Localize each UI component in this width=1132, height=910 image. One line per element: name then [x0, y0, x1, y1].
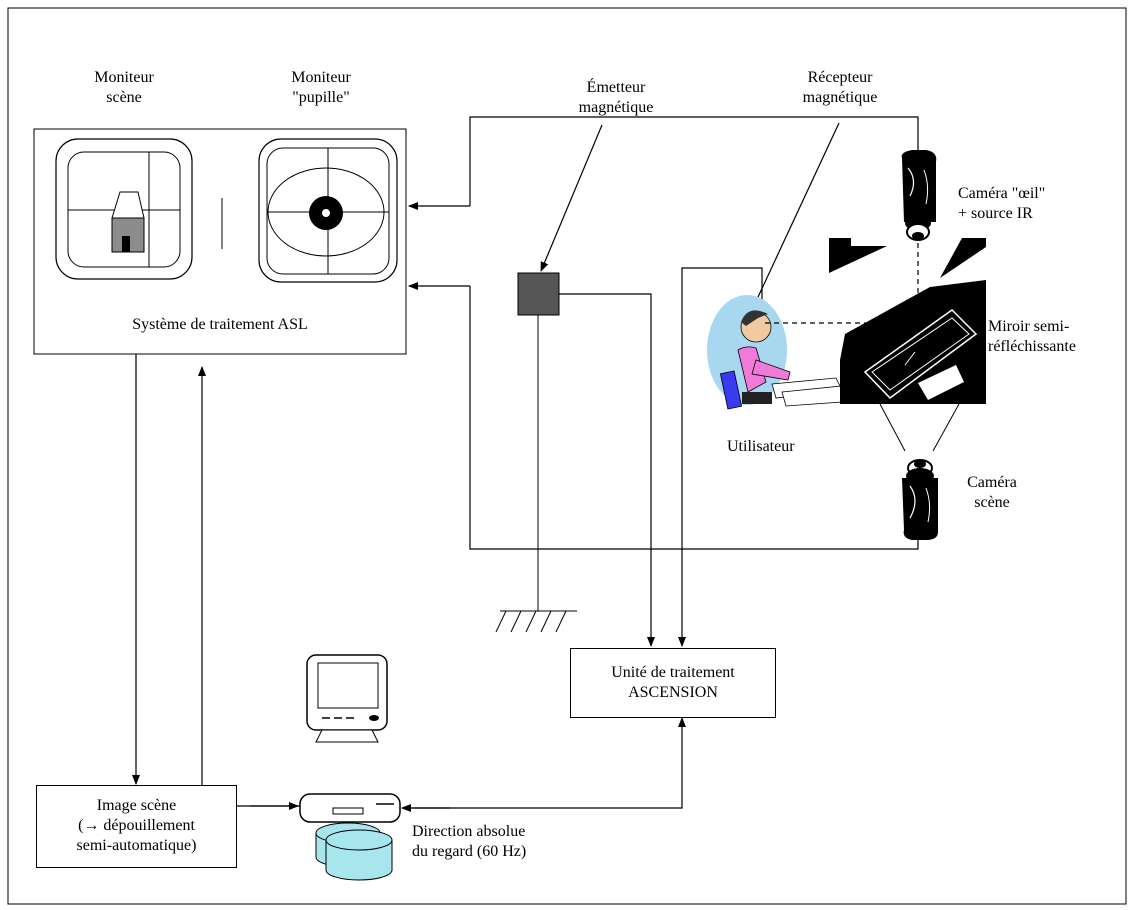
camera-icon: [902, 459, 938, 540]
mirror-label: Miroir semi-réfléchissante: [988, 318, 1076, 355]
mirror-icon: [840, 280, 986, 404]
house-icon: [111, 191, 145, 253]
scene-monitor: [55, 138, 193, 280]
user-icon: [707, 295, 843, 410]
eye-camera-label: Caméra "œil"+ source IR: [958, 185, 1046, 222]
database-icon: [315, 822, 393, 881]
magnetic-emitter-icon: [517, 272, 560, 316]
image-scene-box: [36, 785, 237, 868]
camera-icon: [901, 150, 937, 241]
user-label: Utilisateur: [727, 438, 795, 455]
ascension-unit-box: [570, 648, 776, 718]
outer-frame: [7, 7, 1127, 905]
ground-icon: [495, 610, 577, 633]
asl-system-box: [33, 128, 407, 355]
asl-system-label: Système de traitement ASL: [132, 316, 308, 333]
computer-icon: [299, 654, 401, 823]
pupil-monitor: [258, 138, 398, 283]
monitor-pupil-label: Moniteur"pupille": [291, 69, 351, 106]
